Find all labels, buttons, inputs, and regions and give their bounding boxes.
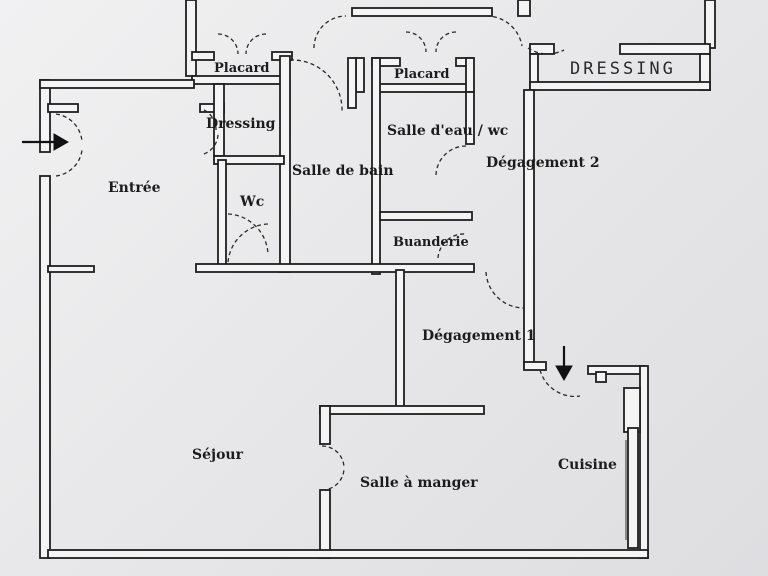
room-label-placard-right: Placard xyxy=(394,67,450,82)
room-label-entree: Entrée xyxy=(108,180,161,196)
room-label-degagement-2: Dégagement 2 xyxy=(486,155,600,171)
room-label-salle-bain: Salle de bain xyxy=(292,163,394,179)
room-label-wc: Wc xyxy=(240,194,265,210)
walls xyxy=(39,0,716,559)
room-label-sejour: Séjour xyxy=(192,447,243,463)
room-label-degagement-1: Dégagement 1 xyxy=(422,328,536,344)
room-label-salle-manger: Salle à manger xyxy=(360,475,478,491)
arrow-icons xyxy=(22,133,573,382)
room-label-cuisine: Cuisine xyxy=(558,457,617,473)
room-label-salle-eau: Salle d'eau / wc xyxy=(387,123,509,139)
room-label-placard-left: Placard xyxy=(214,61,270,76)
door-swings xyxy=(55,15,581,491)
room-label-dressing-handwritten: DRESSING xyxy=(570,59,676,79)
entry-arrowhead-icon xyxy=(53,133,70,151)
room-label-buanderie: Buanderie xyxy=(393,235,469,250)
kitchen-arrowhead-icon xyxy=(555,365,573,382)
room-label-dressing: Dressing xyxy=(206,116,276,132)
